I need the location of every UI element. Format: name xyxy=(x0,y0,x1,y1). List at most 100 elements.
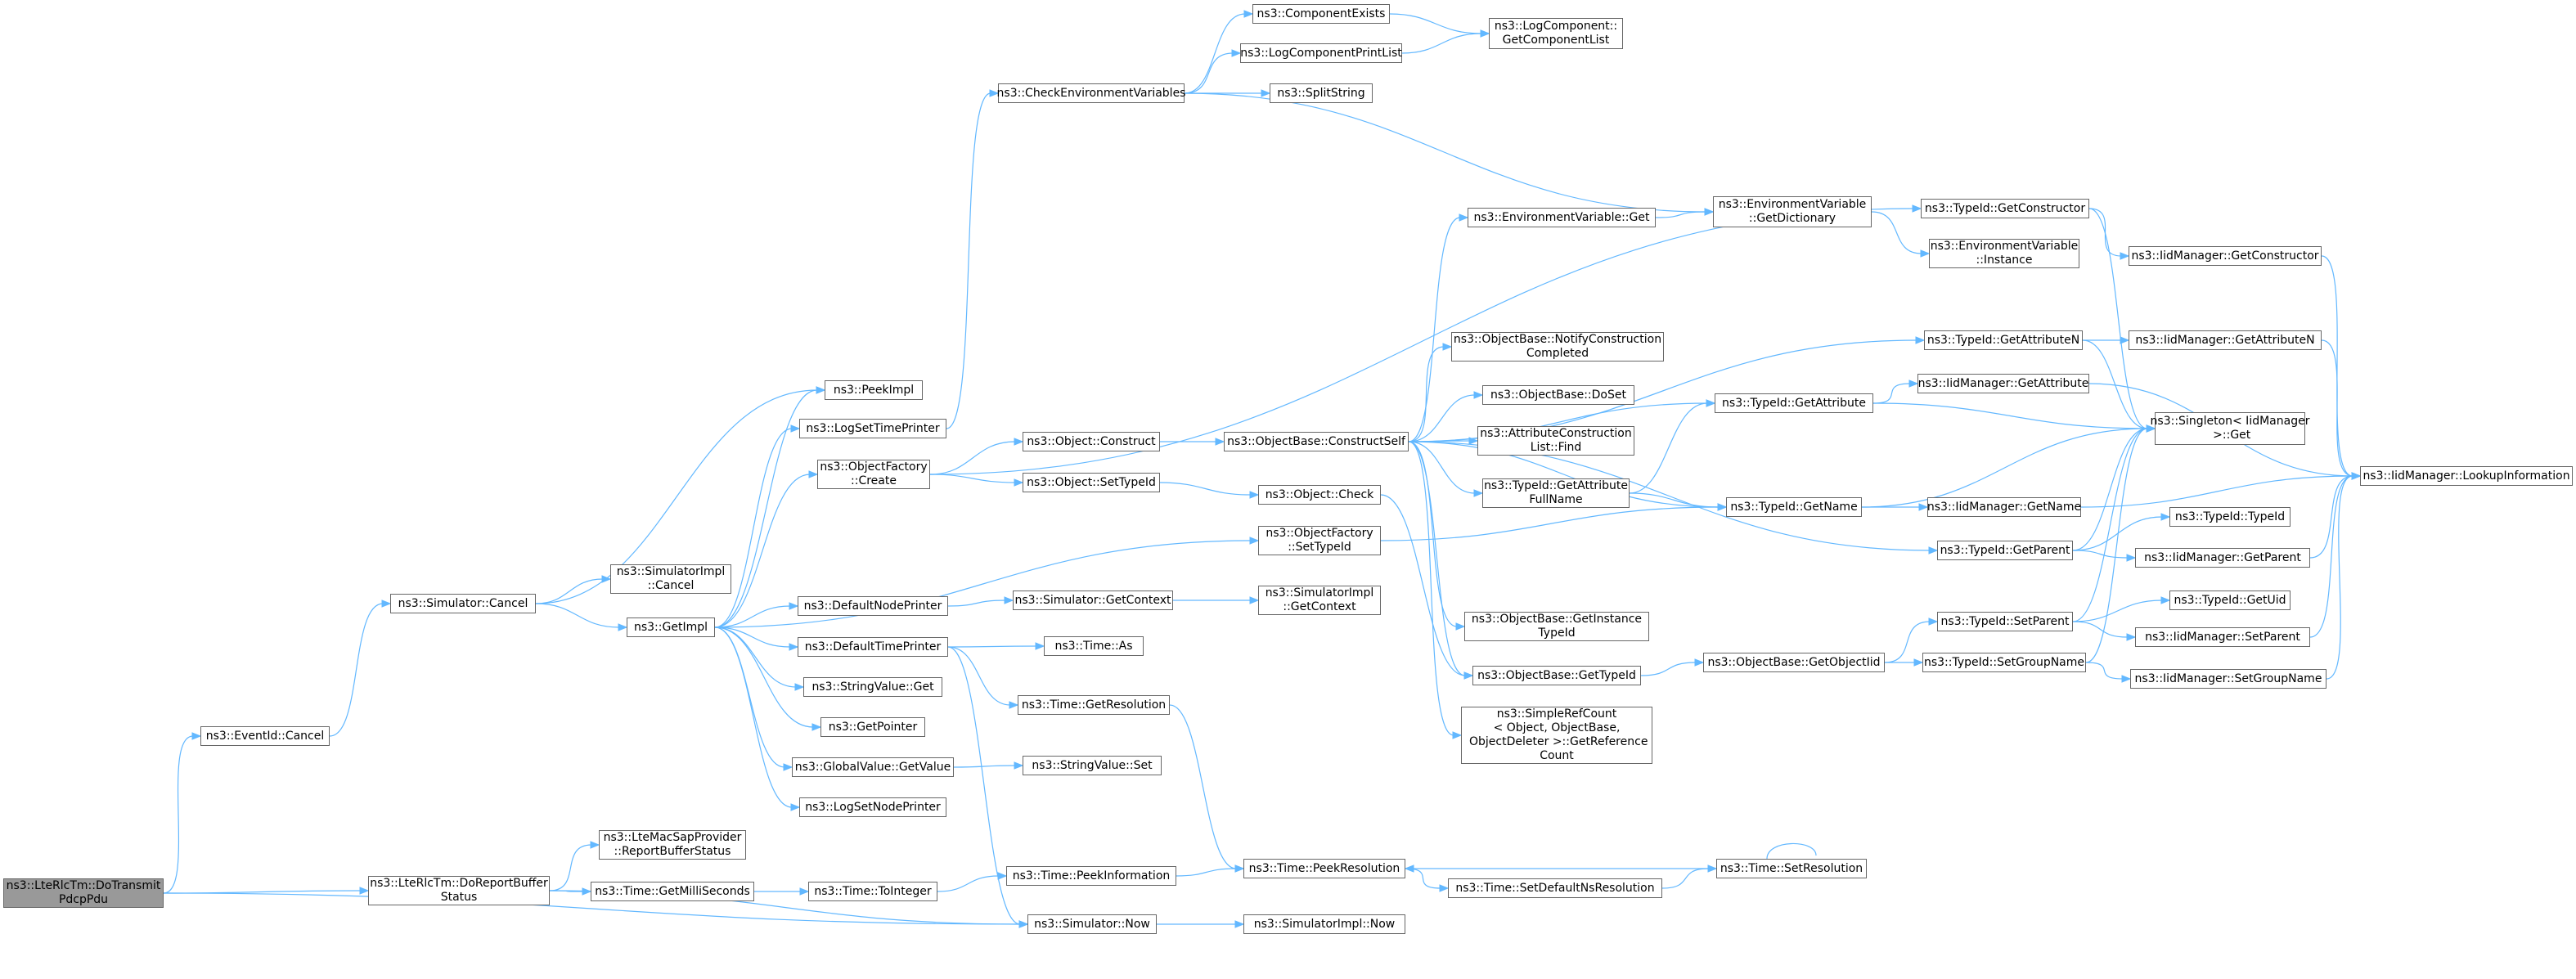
node-time-peekresolution[interactable]: ns3::Time::PeekResolution xyxy=(1243,859,1405,878)
node-defaulttimeprinter[interactable]: ns3::DefaultTimePrinter xyxy=(798,637,948,657)
node-root[interactable]: ns3::LteRlcTm::DoTransmit PdcpPdu xyxy=(3,878,164,908)
node-check-env[interactable]: ns3::CheckEnvironmentVariables xyxy=(997,83,1185,103)
edge-arrowhead xyxy=(989,89,1000,97)
node-typeid-getattributen[interactable]: ns3::TypeId::GetAttributeN xyxy=(1924,330,2083,350)
edge-time-getresolution-to-time-peekresolution xyxy=(1169,704,1237,869)
edge-defaultnodeprinter-to-simulator-getcontext xyxy=(947,600,1006,607)
node-iidmanager-getattributen[interactable]: ns3::IidManager::GetAttributeN xyxy=(2129,330,2322,350)
node-envvar-getdictionary[interactable]: ns3::EnvironmentVariable ::GetDictionary xyxy=(1713,196,1872,227)
node-typeid-typeid[interactable]: ns3::TypeId::TypeId xyxy=(2169,507,2291,527)
node-simulatorimpl-getcontext[interactable]: ns3::SimulatorImpl ::GetContext xyxy=(1258,586,1381,615)
node-typeid-setgroupname[interactable]: ns3::TypeId::SetGroupName xyxy=(1922,653,2086,672)
edge-getimpl-to-objectfactory-settypeid xyxy=(714,540,1252,628)
node-simulatorimpl-now[interactable]: ns3::SimulatorImpl::Now xyxy=(1243,914,1405,934)
node-iidmanager-setgroupname[interactable]: ns3::IidManager::SetGroupName xyxy=(2130,669,2326,689)
node-simulator-getcontext[interactable]: ns3::Simulator::GetContext xyxy=(1013,591,1173,610)
edge-arrowhead xyxy=(1249,491,1260,499)
node-getpointer[interactable]: ns3::GetPointer xyxy=(820,717,925,737)
edge-arrowhead xyxy=(811,723,822,731)
node-objectbase-gettypeid[interactable]: ns3::ObjectBase::GetTypeId xyxy=(1472,666,1641,685)
node-typeid-getattributefullname[interactable]: ns3::TypeId::GetAttribute FullName xyxy=(1482,478,1630,508)
edge-arrowhead xyxy=(1215,438,1225,446)
edge-arrowhead xyxy=(997,872,1008,880)
edge-arrowhead xyxy=(1009,701,1019,709)
node-typeid-getattribute[interactable]: ns3::TypeId::GetAttribute xyxy=(1715,393,1873,413)
node-iidmanager-getattribute[interactable]: ns3::IidManager::GetAttribute xyxy=(1917,374,2089,393)
node-report-buffer-status[interactable]: ns3::LteMacSapProvider ::ReportBufferSta… xyxy=(599,830,746,860)
edge-arrowhead xyxy=(618,623,628,631)
node-envvar-get[interactable]: ns3::EnvironmentVariable::Get xyxy=(1468,208,1656,227)
node-object-construct[interactable]: ns3::Object::Construct xyxy=(1023,432,1160,451)
node-simplerefcount-getreferencecount[interactable]: ns3::SimpleRefCount < Object, ObjectBase… xyxy=(1461,707,1652,764)
node-splitstring[interactable]: ns3::SplitString xyxy=(1270,83,1373,103)
node-objectbase-getobjectiid[interactable]: ns3::ObjectBase::GetObjectIid xyxy=(1703,653,1885,672)
node-iidmanager-setparent[interactable]: ns3::IidManager::SetParent xyxy=(2135,627,2310,647)
edge-arrowhead xyxy=(1717,503,1728,511)
node-objectfactory-settypeid[interactable]: ns3::ObjectFactory ::SetTypeId xyxy=(1258,526,1381,555)
node-getimpl[interactable]: ns3::GetImpl xyxy=(627,617,715,637)
node-logcomponent-getcomponentlist[interactable]: ns3::LogComponent:: GetComponentList xyxy=(1489,18,1623,49)
edge-arrowhead xyxy=(1694,658,1705,667)
node-time-setdefaultnsresolution[interactable]: ns3::Time::SetDefaultNsResolution xyxy=(1448,878,1662,898)
node-time-as[interactable]: ns3::Time::As xyxy=(1044,636,1144,656)
edge-objectfactory-settypeid-to-typeid-getname xyxy=(1380,506,1720,541)
node-typeid-setparent[interactable]: ns3::TypeId::SetParent xyxy=(1937,612,2073,631)
edge-arrowhead xyxy=(1463,671,1474,680)
node-time-getresolution[interactable]: ns3::Time::GetResolution xyxy=(1018,695,1170,715)
node-defaultnodeprinter[interactable]: ns3::DefaultNodePrinter xyxy=(798,596,948,616)
node-object-check[interactable]: ns3::Object::Check xyxy=(1258,485,1381,505)
node-objectfactory-create[interactable]: ns3::ObjectFactory ::Create xyxy=(817,460,930,489)
edge-arrowhead xyxy=(2121,675,2132,683)
edge-arrowhead xyxy=(1928,546,1939,555)
node-objectbase-doset[interactable]: ns3::ObjectBase::DoSet xyxy=(1482,385,1634,405)
edge-typeid-getparent-to-typeid-typeid xyxy=(2072,516,2163,551)
edge-componentexists-to-logcomponent-getcomponentlist xyxy=(1389,13,1482,34)
node-simulatorimpl-cancel[interactable]: ns3::SimulatorImpl ::Cancel xyxy=(610,564,731,594)
node-logsettimeprinter[interactable]: ns3::LogSetTimePrinter xyxy=(799,419,946,438)
node-peekimpl[interactable]: ns3::PeekImpl xyxy=(825,380,923,400)
edge-arrowhead xyxy=(790,803,801,811)
node-objectbase-getinstancetypeid[interactable]: ns3::ObjectBase::GetInstance TypeId xyxy=(1464,612,1649,641)
edge-getimpl-to-objectfactory-create xyxy=(714,474,811,628)
node-attributeconstructionlist-find[interactable]: ns3::AttributeConstruction List::Find xyxy=(1477,426,1634,456)
node-time-tointeger[interactable]: ns3::Time::ToInteger xyxy=(808,882,937,901)
edge-root-to-eventid-cancel xyxy=(163,735,194,894)
node-do-report[interactable]: ns3::LteRlcTm::DoReportBuffer Status xyxy=(368,876,550,905)
node-iidmanager-getconstructor[interactable]: ns3::IidManager::GetConstructor xyxy=(2129,246,2322,266)
edge-arrowhead xyxy=(783,763,793,771)
node-simulator-now[interactable]: ns3::Simulator::Now xyxy=(1027,914,1157,934)
node-typeid-getparent[interactable]: ns3::TypeId::GetParent xyxy=(1937,541,2073,560)
node-stringvalue-set[interactable]: ns3::StringValue::Set xyxy=(1023,756,1162,775)
node-object-settypeid[interactable]: ns3::Object::SetTypeId xyxy=(1023,473,1160,492)
node-time-peekinformation[interactable]: ns3::Time::PeekInformation xyxy=(1006,866,1176,886)
node-typeid-getname[interactable]: ns3::TypeId::GetName xyxy=(1726,497,1862,517)
edge-arrowhead xyxy=(1915,336,1926,344)
node-iidmanager-getparent[interactable]: ns3::IidManager::GetParent xyxy=(2135,548,2310,568)
node-get-milliseconds[interactable]: ns3::Time::GetMilliSeconds xyxy=(591,882,754,901)
node-notifyconstructioncompleted[interactable]: ns3::ObjectBase::NotifyConstruction Comp… xyxy=(1451,332,1664,362)
node-eventid-cancel[interactable]: ns3::EventId::Cancel xyxy=(200,726,330,746)
node-simulator-cancel[interactable]: ns3::Simulator::Cancel xyxy=(390,594,536,613)
node-logcomponentprintlist[interactable]: ns3::LogComponentPrintList xyxy=(1240,43,1402,63)
node-iidmanager-getname[interactable]: ns3::IidManager::GetName xyxy=(1927,497,2081,517)
node-componentexists[interactable]: ns3::ComponentExists xyxy=(1252,4,1390,24)
node-typeid-getconstructor[interactable]: ns3::TypeId::GetConstructor xyxy=(1921,199,2089,218)
edge-iidmanager-setgroupname-to-iidmanager-lookupinformation xyxy=(2326,475,2353,680)
node-logsetnodeprinter[interactable]: ns3::LogSetNodePrinter xyxy=(799,797,946,817)
node-time-setresolution[interactable]: ns3::Time::SetResolution xyxy=(1716,859,1867,878)
edge-envvar-get-to-envvar-getdictionary xyxy=(1655,211,1706,218)
node-typeid-getuid[interactable]: ns3::TypeId::GetUid xyxy=(2169,591,2291,610)
node-stringvalue-get[interactable]: ns3::StringValue::Get xyxy=(803,677,942,697)
node-objectbase-constructself[interactable]: ns3::ObjectBase::ConstructSelf xyxy=(1224,432,1409,451)
node-envvar-instance[interactable]: ns3::EnvironmentVariable ::Instance xyxy=(1929,239,2079,268)
node-singleton-get[interactable]: ns3::Singleton< IidManager >::Get xyxy=(2151,412,2309,445)
edge-getimpl-to-globalvalue-getvalue xyxy=(714,626,785,768)
edge-objectbase-constructself-to-objectbase-gettypeid xyxy=(1408,441,1466,676)
node-globalvalue-getvalue[interactable]: ns3::GlobalValue::GetValue xyxy=(792,757,954,777)
edge-arrowhead xyxy=(1473,391,1484,399)
edge-arrowhead xyxy=(1442,343,1453,351)
edge-logsettimeprinter-to-check-env xyxy=(946,92,991,429)
edge-objectbase-constructself-to-simplerefcount-getreferencecount xyxy=(1408,441,1454,736)
edge-object-check-to-objectbase-gettypeid xyxy=(1380,494,1466,676)
node-iidmanager-lookupinformation[interactable]: ns3::IidManager::LookupInformation xyxy=(2360,466,2573,486)
